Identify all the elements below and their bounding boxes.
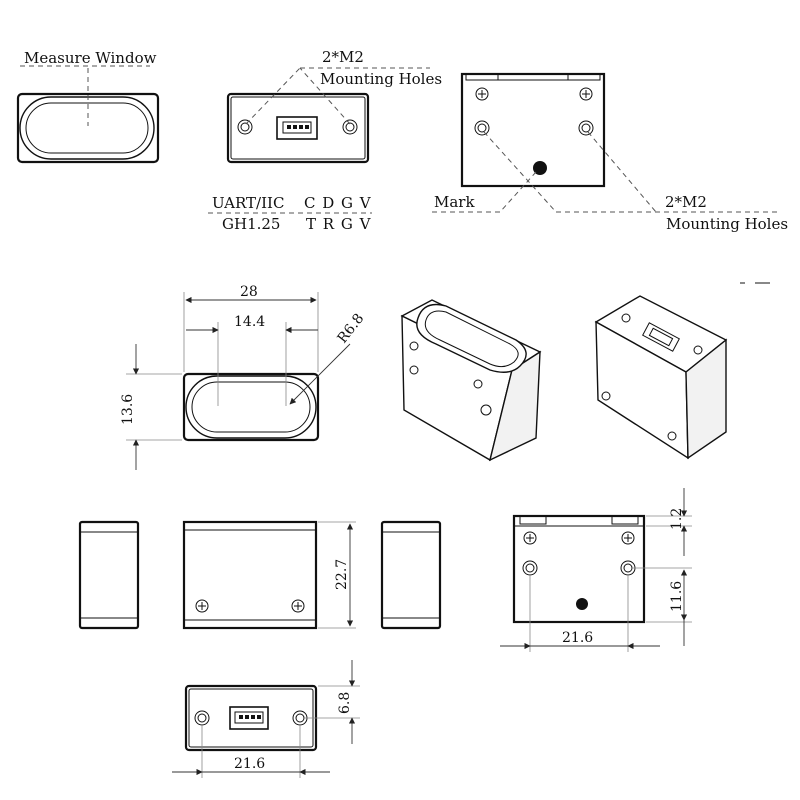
- measure-window-view: Measure Window: [16, 49, 160, 164]
- screw-back-left-icon: [523, 531, 537, 545]
- dim-13-6: 13.6: [120, 394, 136, 425]
- isometric-window-view: [400, 299, 542, 462]
- mounting-hole-back-right-icon: [578, 120, 594, 136]
- dim-r6-8: R6.8: [335, 311, 368, 347]
- connector-socket-bottom-icon: [229, 706, 269, 730]
- back-view-dimensioned: 1.2 11.6 21.6: [500, 488, 692, 652]
- connector-face-view: 2*M2 Mounting Holes UART/IIC C D G V GH1…: [208, 48, 442, 233]
- mark-label: Mark: [434, 193, 475, 211]
- measure-window-label: Measure Window: [24, 49, 157, 67]
- front-side-view: 22.7: [182, 520, 356, 630]
- mounting-hole-left-icon: [237, 119, 253, 135]
- mounting-hole-right-icon: [342, 119, 358, 135]
- dim-21-6-back: 21.6: [562, 630, 593, 646]
- mark-dot-icon: [533, 161, 547, 175]
- isometric-connector-view: [594, 295, 728, 460]
- dim-28: 28: [240, 284, 258, 300]
- mounting-top-text: Mounting Holes: [320, 70, 442, 88]
- pins-top-label: C D G V: [304, 194, 372, 212]
- back-view-top: Mark 2*M2 Mounting Holes: [432, 72, 788, 233]
- window-dimension-view: 28 14.4 R6.8 13.6: [120, 284, 367, 470]
- screw-front-left-icon: [195, 599, 209, 613]
- dim-21-6-front: 21.6: [234, 756, 265, 772]
- dim-14-4: 14.4: [234, 314, 265, 330]
- mark-dot-dim-icon: [576, 598, 588, 610]
- mounting-hole-bottom-left-icon: [194, 710, 210, 726]
- connector-face-dimensioned: 6.8 21.6: [172, 660, 360, 778]
- screw-front-right-icon: [291, 599, 305, 613]
- dim-6-8: 6.8: [337, 692, 353, 714]
- screw-top-left-icon: [475, 87, 489, 101]
- dim-22-7: 22.7: [334, 559, 350, 590]
- screw-top-right-icon: [579, 87, 593, 101]
- dim-11-6: 11.6: [669, 581, 685, 612]
- mounting-hole-dim-left-icon: [522, 560, 538, 576]
- left-side-view: [78, 520, 140, 630]
- connector-socket-icon: [276, 116, 318, 140]
- right-side-view: [380, 520, 442, 630]
- mounting-back-count: 2*M2: [665, 193, 707, 211]
- dim-1-2: 1.2: [669, 508, 685, 530]
- interface-label: UART/IIC: [212, 194, 284, 212]
- screw-back-right-icon: [621, 531, 635, 545]
- mounting-back-text: Mounting Holes: [666, 215, 788, 233]
- mounting-top-count: 2*M2: [322, 48, 364, 66]
- mounting-hole-back-left-icon: [474, 120, 490, 136]
- connector-label: GH1.25: [222, 215, 280, 233]
- pins-bottom-label: T R G V: [306, 215, 372, 233]
